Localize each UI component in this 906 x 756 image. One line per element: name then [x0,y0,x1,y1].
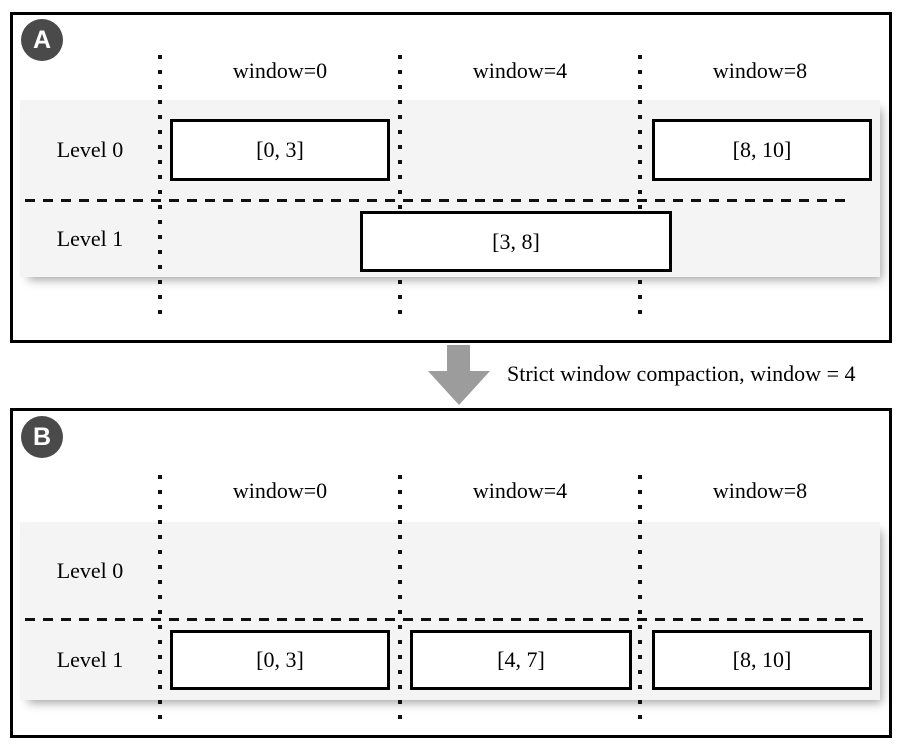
panel-b-level-1-label: Level 1 [56,647,124,672]
level-divider-dashed-line [25,618,868,621]
sstable-box: [0, 3] [170,119,390,181]
window-boundary-dotted-line [158,475,162,728]
sstable-box: [0, 3] [170,630,390,690]
panel-a-level-1-label: Level 1 [56,225,124,251]
transition-caption: Strict window compaction, window = 4 [507,361,856,386]
sstable-box: [8, 10] [652,119,872,181]
window-boundary-dotted-line [398,475,402,728]
down-arrow-icon [428,371,490,405]
panel-b-badge: B [21,416,63,458]
window-boundary-dotted-line [638,475,642,728]
panel-a-window-8-label: window=8 [712,58,808,83]
panel-b-level-0-label: Level 0 [56,558,124,583]
panel-a-badge: A [21,19,63,61]
window-boundary-dotted-line [158,55,162,321]
down-arrow-icon [447,345,470,373]
sstable-box: [8, 10] [652,630,872,690]
panel-b-window-8-label: window=8 [712,478,808,503]
panel-b: B window=0 window=4 window=8 Level 0 Lev… [10,408,892,738]
panel-a-window-4-label: window=4 [472,58,568,83]
panel-a-level-0-label: Level 0 [56,137,124,162]
sstable-box: [4, 7] [410,630,632,690]
window-boundary-dotted-line [638,55,642,321]
panel-b-window-4-label: window=4 [472,478,568,503]
panel-a-window-0-label: window=0 [232,58,328,83]
panel-b-window-0-label: window=0 [232,478,328,503]
level-divider-dashed-line [25,199,853,202]
sstable-box: [3, 8] [360,211,672,272]
panel-a: A window=0 window=4 window=8 Level 0 Lev… [10,12,892,343]
window-boundary-dotted-line [398,55,402,321]
